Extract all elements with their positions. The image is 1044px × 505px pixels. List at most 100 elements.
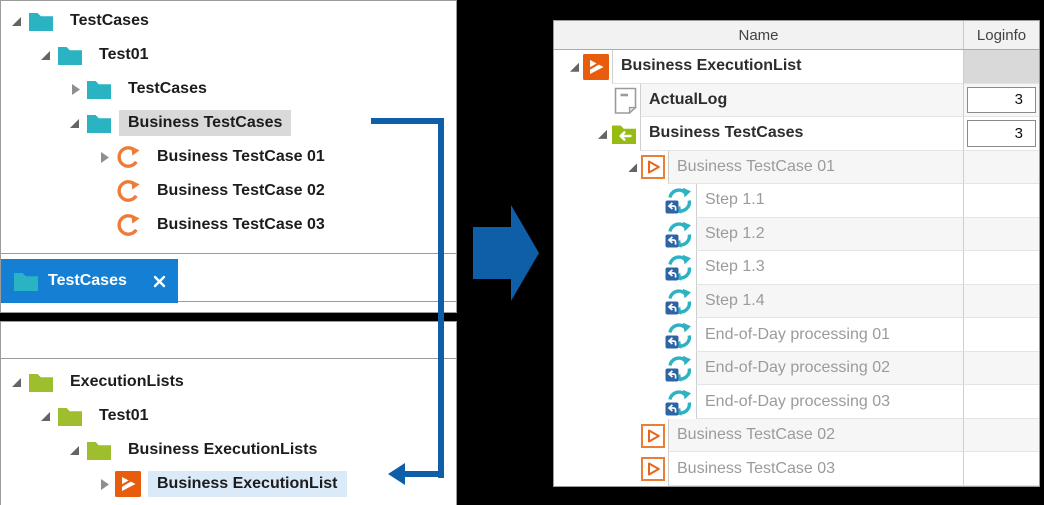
name-cell[interactable]: ActualLog xyxy=(640,83,963,118)
name-cell[interactable]: Business TestCase 02 xyxy=(668,418,963,453)
tree-item-business-testcase-02[interactable]: Business TestCase 02 xyxy=(1,174,456,208)
expander-expanded-icon[interactable] xyxy=(625,159,641,175)
row-gutter xyxy=(554,385,696,419)
name-cell[interactable]: Step 1.2 xyxy=(696,217,963,252)
loginfo-value[interactable]: 3 xyxy=(967,120,1036,147)
table-row-step-1-3[interactable]: Step 1.3 xyxy=(554,251,1039,285)
tree-item-business-testcases[interactable]: Business TestCases xyxy=(1,106,456,140)
tab-testcases[interactable]: TestCases xyxy=(1,259,178,303)
loginfo-cell xyxy=(963,184,1039,218)
column-header-name[interactable]: Name xyxy=(738,26,779,44)
expander-spacer xyxy=(649,327,665,343)
loginfo-cell[interactable]: 3 xyxy=(963,83,1039,118)
tree-item-test01[interactable]: Test01 xyxy=(1,399,456,433)
expander-expanded-icon[interactable] xyxy=(9,374,25,390)
table-row-step-1-2[interactable]: Step 1.2 xyxy=(554,217,1039,252)
expander-collapsed-icon[interactable] xyxy=(96,149,112,165)
loginfo-cell xyxy=(963,50,1039,84)
expander-expanded-icon[interactable] xyxy=(38,408,54,424)
tree-item-business-executionlist[interactable]: Business ExecutionList xyxy=(1,467,456,501)
green-folder-icon xyxy=(85,440,113,461)
expander-spacer xyxy=(625,461,641,477)
orange-play-outline-icon xyxy=(641,155,665,180)
orange-play-solid-icon xyxy=(114,471,142,497)
name-cell[interactable]: End-of-Day processing 02 xyxy=(696,351,963,386)
close-icon[interactable] xyxy=(153,275,166,288)
name-cell[interactable]: Step 1.1 xyxy=(696,184,963,218)
table-row-business-testcase-03[interactable]: Business TestCase 03 xyxy=(554,452,1039,486)
tree-item-business-testcase-03[interactable]: Business TestCase 03 xyxy=(1,208,456,242)
tree-item-label: Business TestCase 03 xyxy=(157,216,325,233)
expander-collapsed-icon[interactable] xyxy=(96,476,112,492)
name-cell[interactable]: Step 1.3 xyxy=(696,251,963,285)
teal-folder-icon xyxy=(27,11,55,32)
tree-item-business-testcase-01[interactable]: Business TestCase 01 xyxy=(1,140,456,174)
table-row-step-1-4[interactable]: Step 1.4 xyxy=(554,284,1039,319)
expander-spacer xyxy=(598,92,614,108)
row-gutter xyxy=(554,150,668,185)
expander-spacer xyxy=(625,428,641,444)
tree-item-executionlists[interactable]: ExecutionLists xyxy=(1,365,456,399)
tree-item-label: Business TestCase 01 xyxy=(157,148,325,165)
step-rerun-icon xyxy=(665,221,693,248)
row-gutter xyxy=(554,83,640,118)
expander-expanded-icon[interactable] xyxy=(67,115,83,131)
row-gutter xyxy=(554,318,696,352)
tree-item-label: TestCases xyxy=(128,80,207,97)
tree-item-label: TestCases xyxy=(70,12,149,29)
tree-item-label: Business TestCases xyxy=(119,110,292,136)
expander-spacer xyxy=(96,183,112,199)
orange-refresh-icon xyxy=(114,213,142,237)
name-cell[interactable]: Business ExecutionList xyxy=(612,50,963,84)
name-cell[interactable]: End-of-Day processing 01 xyxy=(696,318,963,352)
tree-item-business-executionlists[interactable]: Business ExecutionLists xyxy=(1,433,456,467)
expander-expanded-icon[interactable] xyxy=(67,442,83,458)
name-cell[interactable]: Step 1.4 xyxy=(696,284,963,319)
loginfo-value[interactable]: 3 xyxy=(967,86,1036,114)
tree-item-testcases[interactable]: TestCases xyxy=(1,4,456,38)
orange-play-solid-icon xyxy=(583,53,609,80)
expander-expanded-icon[interactable] xyxy=(38,47,54,63)
teal-folder-icon xyxy=(85,79,113,100)
name-cell[interactable]: Business TestCase 03 xyxy=(668,452,963,486)
tree-item-test01[interactable]: Test01 xyxy=(1,38,456,72)
loginfo-cell xyxy=(963,217,1039,252)
name-cell[interactable]: End-of-Day processing 03 xyxy=(696,385,963,419)
expander-spacer xyxy=(649,260,665,276)
table-row-end-of-day-processing-02[interactable]: End-of-Day processing 02 xyxy=(554,351,1039,386)
green-folder-icon xyxy=(27,372,55,393)
tree-item-label: Test01 xyxy=(99,46,149,63)
expander-expanded-icon[interactable] xyxy=(567,59,583,75)
step-rerun-icon xyxy=(665,288,693,315)
row-gutter xyxy=(554,50,612,84)
row-gutter xyxy=(554,452,668,486)
tree-item-label: Business TestCase 02 xyxy=(157,182,325,199)
name-cell[interactable]: Business TestCases xyxy=(640,117,963,151)
loginfo-cell xyxy=(963,452,1039,486)
row-gutter xyxy=(554,251,696,285)
tree-item-testcases[interactable]: TestCases xyxy=(1,72,456,106)
tab-label: TestCases xyxy=(48,272,127,289)
table-row-end-of-day-processing-03[interactable]: End-of-Day processing 03 xyxy=(554,385,1039,419)
expander-expanded-icon[interactable] xyxy=(595,126,611,142)
table-row-step-1-1[interactable]: Step 1.1 xyxy=(554,184,1039,218)
expander-spacer xyxy=(649,394,665,410)
expander-expanded-icon[interactable] xyxy=(9,13,25,29)
table-row-business-executionlist[interactable]: Business ExecutionList xyxy=(554,50,1039,84)
table-row-business-testcase-01[interactable]: Business TestCase 01 xyxy=(554,150,1039,185)
tree-item-label: Business ExecutionLists xyxy=(128,441,318,458)
expander-spacer xyxy=(649,226,665,242)
expander-collapsed-icon[interactable] xyxy=(67,81,83,97)
loginfo-cell[interactable]: 3 xyxy=(963,117,1039,151)
step-rerun-icon xyxy=(665,187,693,214)
step-rerun-icon xyxy=(665,389,693,416)
loginfo-cell xyxy=(963,351,1039,386)
name-cell[interactable]: Business TestCase 01 xyxy=(668,150,963,185)
table-row-business-testcase-02[interactable]: Business TestCase 02 xyxy=(554,418,1039,453)
table-row-end-of-day-processing-01[interactable]: End-of-Day processing 01 xyxy=(554,318,1039,352)
column-header-loginfo[interactable]: Loginfo xyxy=(963,21,1039,49)
